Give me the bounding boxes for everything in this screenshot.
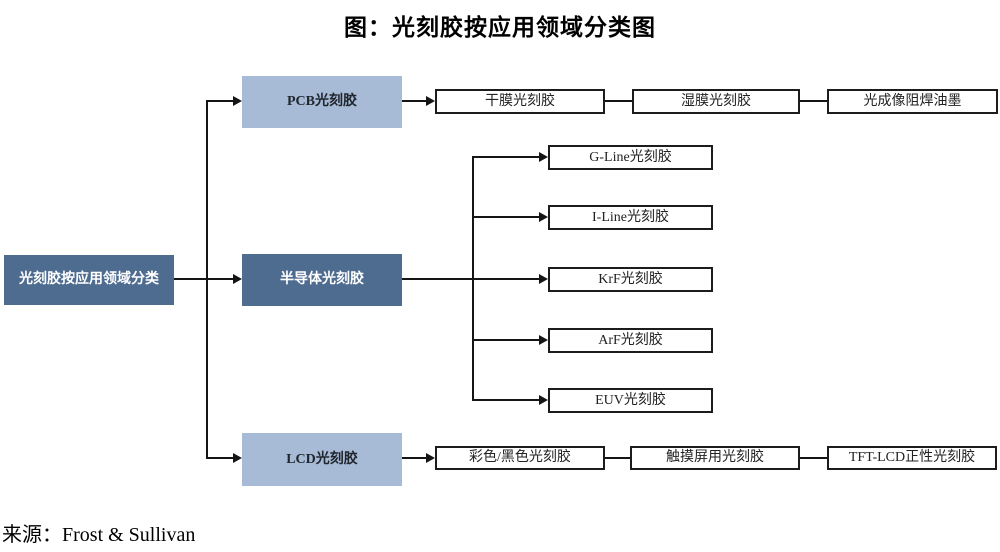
diagram-title: 图：光刻胶按应用领域分类图 [344,15,656,40]
arrowhead-into-euv [539,395,548,405]
node-root-photoresist-by-application: 光刻胶按应用领域分类 [4,255,174,305]
arrowhead-into-arf [539,335,548,345]
node-euv-photoresist: EUV光刻胶 [548,388,713,413]
connector-lcd-to-color-black [402,457,427,459]
node-g-line-photoresist: G-Line光刻胶 [548,145,713,170]
node-touchscreen-photoresist: 触摸屏用光刻胶 [630,446,800,470]
arrowhead-into-krf [539,274,548,284]
connector-semiconductor-subtrunk [472,156,474,401]
arrowhead-into-semiconductor [233,274,242,284]
node-pcb-photoresist: PCB光刻胶 [242,76,402,128]
connector-wet-film-to-ink [800,100,827,102]
node-arf-photoresist: ArF光刻胶 [548,328,713,353]
arrowhead-into-color-black [426,453,435,463]
connector-dry-to-wet-film [605,100,632,102]
node-tft-lcd-positive-photoresist: TFT-LCD正性光刻胶 [827,446,997,470]
node-wet-film-photoresist: 湿膜光刻胶 [632,89,800,114]
connector-subtrunk-to-euv [472,399,540,401]
connector-subtrunk-to-i-line [472,216,540,218]
connector-semiconductor-to-krf [402,278,540,280]
node-semiconductor-photoresist: 半导体光刻胶 [242,254,402,306]
connector-pcb-to-dry-film [402,100,427,102]
connector-trunk-to-pcb [206,100,234,102]
node-lcd-photoresist: LCD光刻胶 [242,433,402,486]
connector-subtrunk-to-g-line [472,156,540,158]
connector-subtrunk-to-arf [472,339,540,341]
arrowhead-into-g-line [539,152,548,162]
arrowhead-into-lcd [233,453,242,463]
arrowhead-into-pcb [233,96,242,106]
node-photoimageable-solder-mask-ink: 光成像阻焊油墨 [827,89,998,114]
arrowhead-into-i-line [539,212,548,222]
arrowhead-into-dry-film [426,96,435,106]
connector-root-to-trunk [174,278,234,280]
node-color-black-photoresist: 彩色/黑色光刻胶 [435,446,605,470]
connector-color-to-touchscreen [605,457,631,459]
node-krf-photoresist: KrF光刻胶 [548,267,713,292]
connector-touchscreen-to-tft [800,457,827,459]
connector-trunk-to-lcd [206,457,234,459]
source-attribution: 来源：Frost & Sullivan [2,524,196,546]
node-i-line-photoresist: I-Line光刻胶 [548,205,713,230]
node-dry-film-photoresist: 干膜光刻胶 [435,89,605,114]
